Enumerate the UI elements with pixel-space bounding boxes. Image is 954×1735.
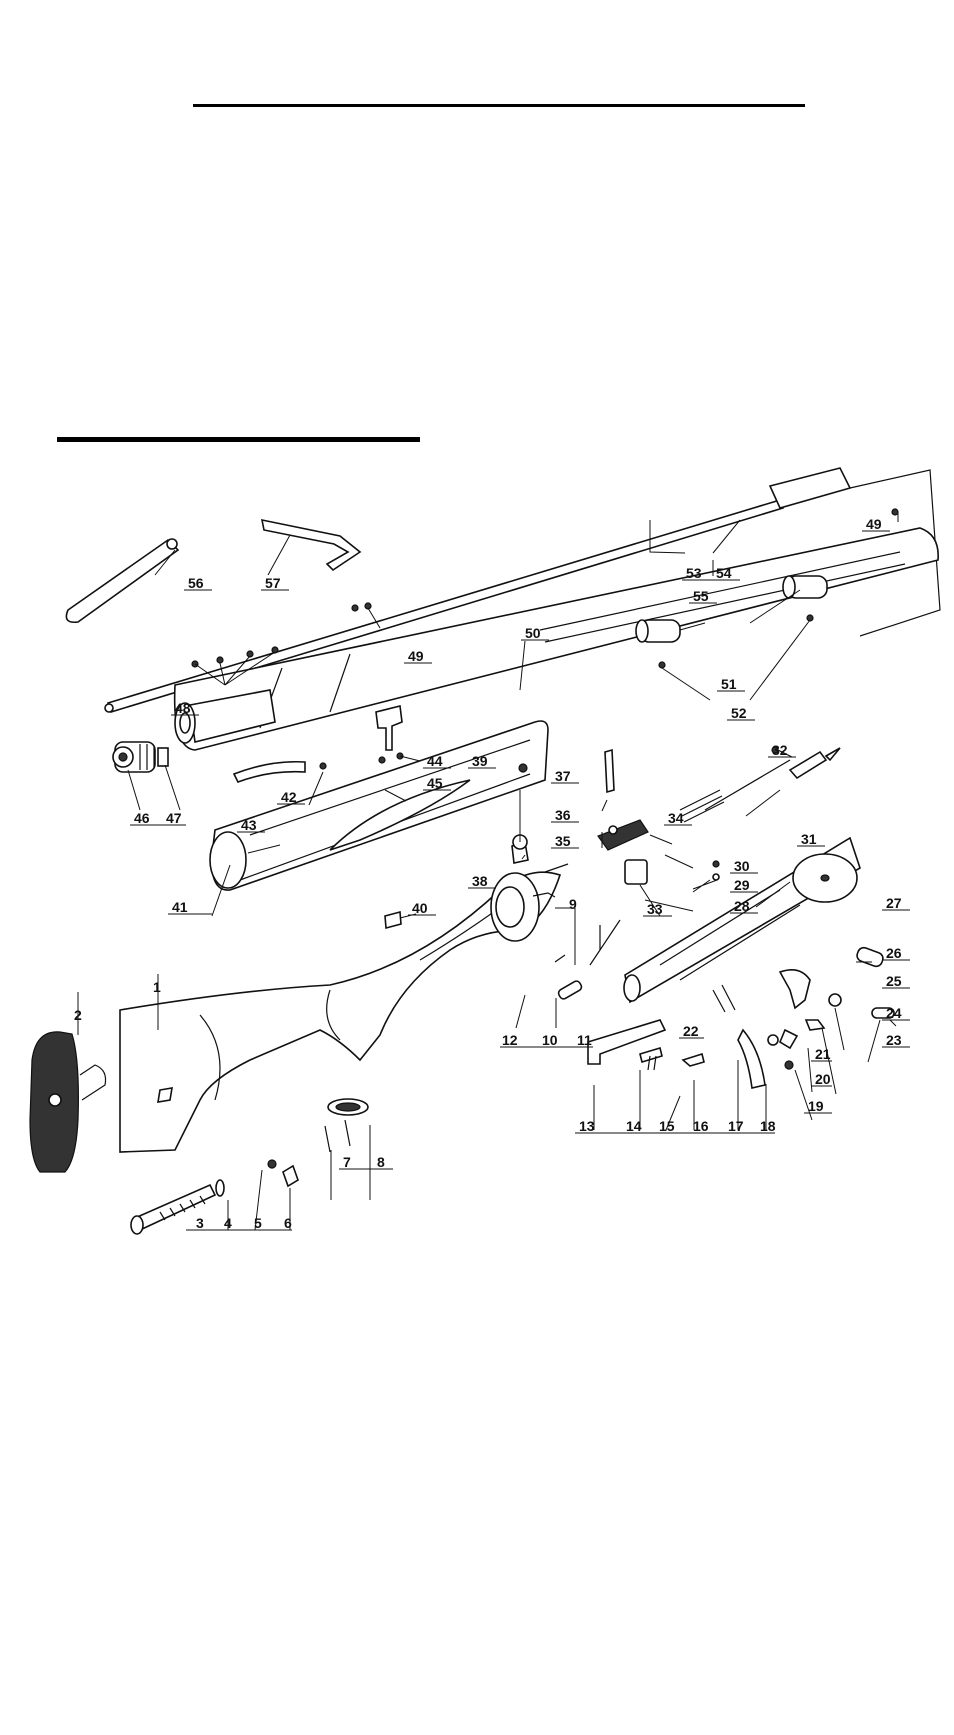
part-label: 4: [224, 1215, 232, 1231]
part-label: 12: [502, 1032, 518, 1048]
part-label: 43: [241, 817, 257, 833]
part-label: 52: [731, 705, 747, 721]
part-label: 35: [555, 833, 571, 849]
exploded-parts-diagram: 1 2 3 4 5 6 7 8 9 10 11 12 13 14 15 16 1…: [29, 467, 941, 1235]
part-label: 18: [760, 1118, 776, 1134]
part-label: 14: [626, 1118, 642, 1134]
part-label: 55: [693, 588, 709, 604]
butt-pad-drawing: [29, 1031, 107, 1173]
part-label: 5: [254, 1215, 262, 1231]
tools-drawing: [65, 518, 362, 624]
part-label: 13: [579, 1118, 595, 1134]
part-label: 41: [172, 899, 188, 915]
part-label: 56: [188, 575, 204, 591]
safety-drawing: [597, 748, 725, 885]
part-label: 24: [886, 1005, 902, 1021]
part-label: 7: [343, 1154, 351, 1170]
trigger-group-drawing: [587, 969, 895, 1089]
part-label: 6: [284, 1215, 292, 1231]
part-label: 53: [686, 565, 702, 581]
part-label: 33: [647, 901, 663, 917]
part-label: 48: [175, 700, 191, 716]
sight-block-drawing: [375, 705, 404, 764]
part-label: 50: [525, 625, 541, 641]
part-label: 9: [569, 896, 577, 912]
part-label: 57: [265, 575, 281, 591]
part-label: 22: [683, 1023, 699, 1039]
stock-drawing: [119, 871, 562, 1153]
part-label: 34: [668, 810, 684, 826]
part-label: 28: [734, 898, 750, 914]
part-label: 27: [886, 895, 902, 911]
part-label: 40: [412, 900, 428, 916]
forend-drawing: [209, 720, 549, 930]
part-label: 51: [721, 676, 737, 692]
part-label: 19: [808, 1098, 824, 1114]
part-label: 2: [74, 1007, 82, 1023]
pins-drawing: [544, 863, 736, 1013]
part-label: 8: [377, 1154, 385, 1170]
part-label: 31: [801, 831, 817, 847]
part-label: 3: [196, 1215, 204, 1231]
part-label: 20: [815, 1071, 831, 1087]
header-rule: [193, 104, 805, 107]
part-label: 42: [281, 789, 297, 805]
part-label: 21: [815, 1046, 831, 1062]
firing-pin-drawing: [704, 746, 841, 811]
part-labels: 1 2 3 4 5 6 7 8 9 10 11 12 13 14 15 16 1…: [74, 516, 902, 1231]
part-label: 47: [166, 810, 182, 826]
part-label: 25: [886, 973, 902, 989]
part-label: 54: [716, 565, 732, 581]
part-label: 45: [427, 775, 443, 791]
callout-leaders: [77, 512, 899, 1231]
muzzle-cap-drawing: [112, 741, 169, 773]
part-label: 17: [728, 1118, 744, 1134]
cleaning-rod-drawing: [104, 467, 941, 713]
part-label: 16: [693, 1118, 709, 1134]
part-label: 10: [542, 1032, 558, 1048]
part-label: 37: [555, 768, 571, 784]
part-label: 49: [866, 516, 882, 532]
part-label: 49: [408, 648, 424, 664]
part-label: 38: [472, 873, 488, 889]
section-rule: [57, 437, 420, 442]
part-label: 46: [134, 810, 150, 826]
part-label: 15: [659, 1118, 675, 1134]
part-label: 30: [734, 858, 750, 874]
part-label: 39: [472, 753, 488, 769]
receiver-drawing: [623, 836, 884, 1004]
part-label: 23: [886, 1032, 902, 1048]
part-label: 36: [555, 807, 571, 823]
part-label: 32: [772, 742, 788, 758]
part-label: 26: [886, 945, 902, 961]
stock-bolt-drawing: [130, 1159, 299, 1235]
part-label: 44: [427, 753, 443, 769]
part-label: 1: [153, 979, 161, 995]
part-label: 11: [577, 1032, 592, 1048]
part-label: 29: [734, 877, 750, 893]
barrel-drawing: [173, 527, 939, 751]
sling-swivel-drawing: [324, 892, 601, 1153]
label-underlines: [130, 530, 910, 1231]
